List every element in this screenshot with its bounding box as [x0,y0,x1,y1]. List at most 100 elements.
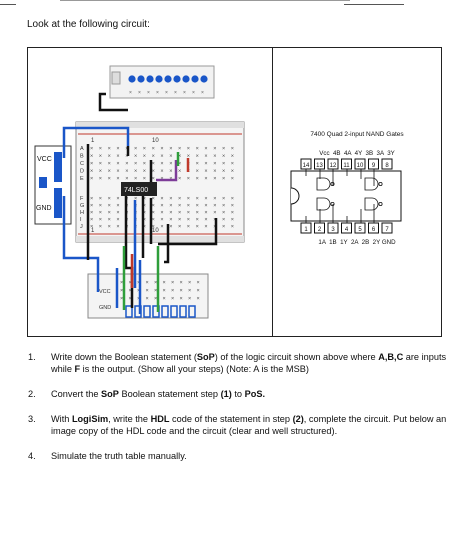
question-text: With [51,414,72,424]
hole: × [108,161,111,167]
hole: × [99,203,102,209]
hole: × [160,154,163,160]
hole: × [160,169,163,175]
hole: × [152,203,155,209]
row-letter: C [80,161,84,167]
hole: × [116,161,119,167]
hole: × [169,203,172,209]
hole: × [143,217,146,223]
question-text: are inputs while [51,352,447,374]
question-text: Simulate the truth table manually. [51,451,187,461]
hole: × [137,280,140,286]
hole: × [134,196,137,202]
hole: × [196,169,199,175]
hole: × [213,161,216,167]
question-number: 1. [28,352,36,362]
hole: × [99,224,102,230]
hole: × [196,196,199,202]
hole: × [137,288,140,294]
figure-divider [272,48,273,336]
hole: × [187,203,190,209]
rail-hole: × [201,90,204,96]
hole: × [188,296,191,302]
hole: × [125,176,128,182]
hole: × [143,169,146,175]
hole: × [90,161,93,167]
hole: × [108,169,111,175]
hole: × [196,154,199,160]
led-icon [128,75,136,83]
led-icon [200,75,208,83]
hole: × [160,210,163,216]
rail-hole: × [147,90,150,96]
hole: × [163,280,166,286]
hole: × [197,288,200,294]
hole: × [178,196,181,202]
pin-box [354,158,366,170]
dip-switch-icon [179,305,187,318]
hole: × [152,210,155,216]
ic-chip [121,182,157,196]
question-emphasis: HDL [150,414,170,424]
hole: × [213,146,216,152]
pin-number: 1 [304,227,308,233]
hole: × [160,224,163,230]
nand-gate-icon [364,197,379,211]
hole: × [171,288,174,294]
question-text: ) of the logic circuit shown above where [214,352,379,362]
question-number: 2. [28,389,36,399]
chip-title: 7400 Quad 2-input NAND Gates [310,131,404,138]
hole: × [204,176,207,182]
hole: × [204,210,207,216]
question-text: to [231,389,245,399]
hole: × [143,146,146,152]
row-letter: A [80,146,84,152]
hole: × [152,217,155,223]
pin-box [314,158,325,170]
hole: × [143,210,146,216]
gnd-switch-icon [54,188,62,218]
hole: × [178,224,181,230]
hole: × [134,154,137,160]
intro-text: Look at the following circuit: [27,19,150,30]
vcc-switch-icon [54,152,62,182]
hole: × [204,154,207,160]
hole: × [108,154,111,160]
hole: × [196,224,199,230]
hole: × [108,146,111,152]
hole: × [178,203,181,209]
hole: × [116,217,119,223]
switch-board [87,273,209,319]
hole: × [154,280,157,286]
col-1-label: 1 [91,138,95,144]
hole: × [143,196,146,202]
hole: × [196,217,199,223]
col-10-label-bottom: 10 [152,228,159,234]
col-10-label: 10 [152,138,159,144]
hole: × [116,169,119,175]
hole: × [99,176,102,182]
hole: × [116,176,119,182]
hole: × [129,288,132,294]
chip-notch [290,187,300,205]
hole: × [152,196,155,202]
hole: × [152,161,155,167]
hole: × [204,203,207,209]
led-icon [155,75,163,83]
pin-number: 8 [385,163,389,169]
hole: × [196,146,199,152]
hole: × [196,203,199,209]
rail-hole: × [156,90,159,96]
question-number: 3. [28,414,36,424]
hole: × [188,280,191,286]
hole: × [204,224,207,230]
pin-number: 2 [318,227,322,233]
hole: × [213,176,216,182]
hole: × [143,176,146,182]
hole: × [146,288,149,294]
question-text: is the output. (Show all your steps) (No… [80,364,309,374]
nand-gates [305,169,383,223]
hole: × [204,169,207,175]
hole: × [222,203,225,209]
